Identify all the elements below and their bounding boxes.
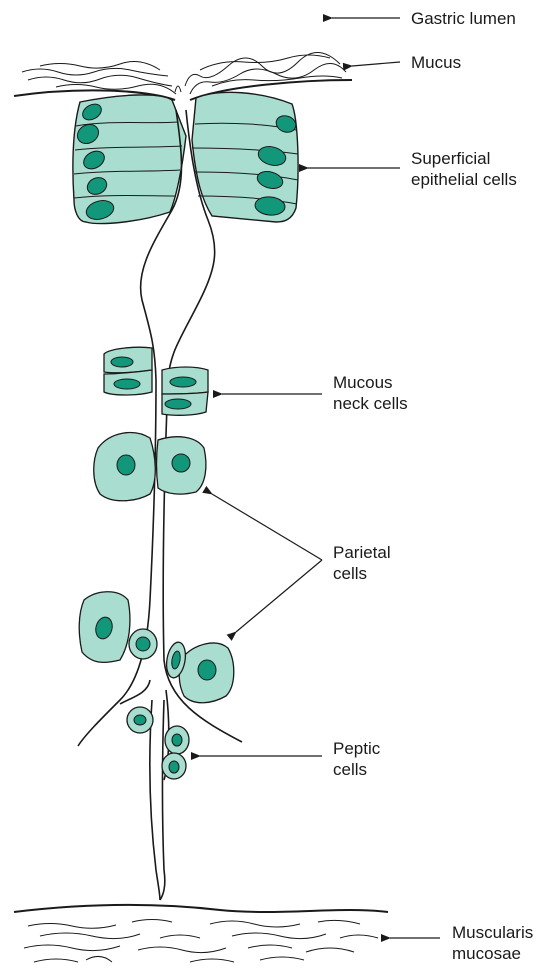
label-mucus-text: Mucus (411, 52, 461, 73)
superficial-epithelial-cells-left (73, 95, 186, 224)
label-superficial-line1: Superficial (411, 148, 517, 169)
gland-lumen (78, 110, 242, 900)
arrow-mucus (352, 62, 400, 66)
label-muscularis-mucosae: Muscularis mucosae (452, 922, 533, 964)
label-mucous-neck-cells: Mucous neck cells (333, 372, 408, 414)
mucous-neck-nuclei (111, 357, 196, 409)
label-peptic-line1: Peptic (333, 738, 380, 759)
mucus-layer (22, 52, 346, 94)
superficial-epithelial-cells-right (192, 92, 298, 222)
label-parietal-line2: cells (333, 563, 391, 584)
label-muscularis-line2: mucosae (452, 943, 533, 964)
peptic-cells (127, 629, 189, 779)
label-gastric-lumen-text: Gastric lumen (411, 8, 516, 29)
arrow-parietal-upper (212, 494, 322, 560)
label-superficial-epithelial-cells: Superficial epithelial cells (411, 148, 517, 190)
label-mucous-neck-line1: Mucous (333, 372, 408, 393)
label-parietal-line1: Parietal (333, 542, 391, 563)
arrow-parietal-lower (236, 560, 322, 632)
label-peptic-line2: cells (333, 759, 380, 780)
label-superficial-line2: epithelial cells (411, 169, 517, 190)
label-parietal-cells: Parietal cells (333, 542, 391, 584)
label-gastric-lumen: Gastric lumen (411, 8, 516, 29)
label-mucous-neck-line2: neck cells (333, 393, 408, 414)
label-mucus: Mucus (411, 52, 461, 73)
label-muscularis-line1: Muscularis (452, 922, 533, 943)
label-peptic-cells: Peptic cells (333, 738, 380, 780)
muscularis-mucosae-layer (14, 905, 388, 962)
epithelial-surface-line (14, 80, 352, 100)
